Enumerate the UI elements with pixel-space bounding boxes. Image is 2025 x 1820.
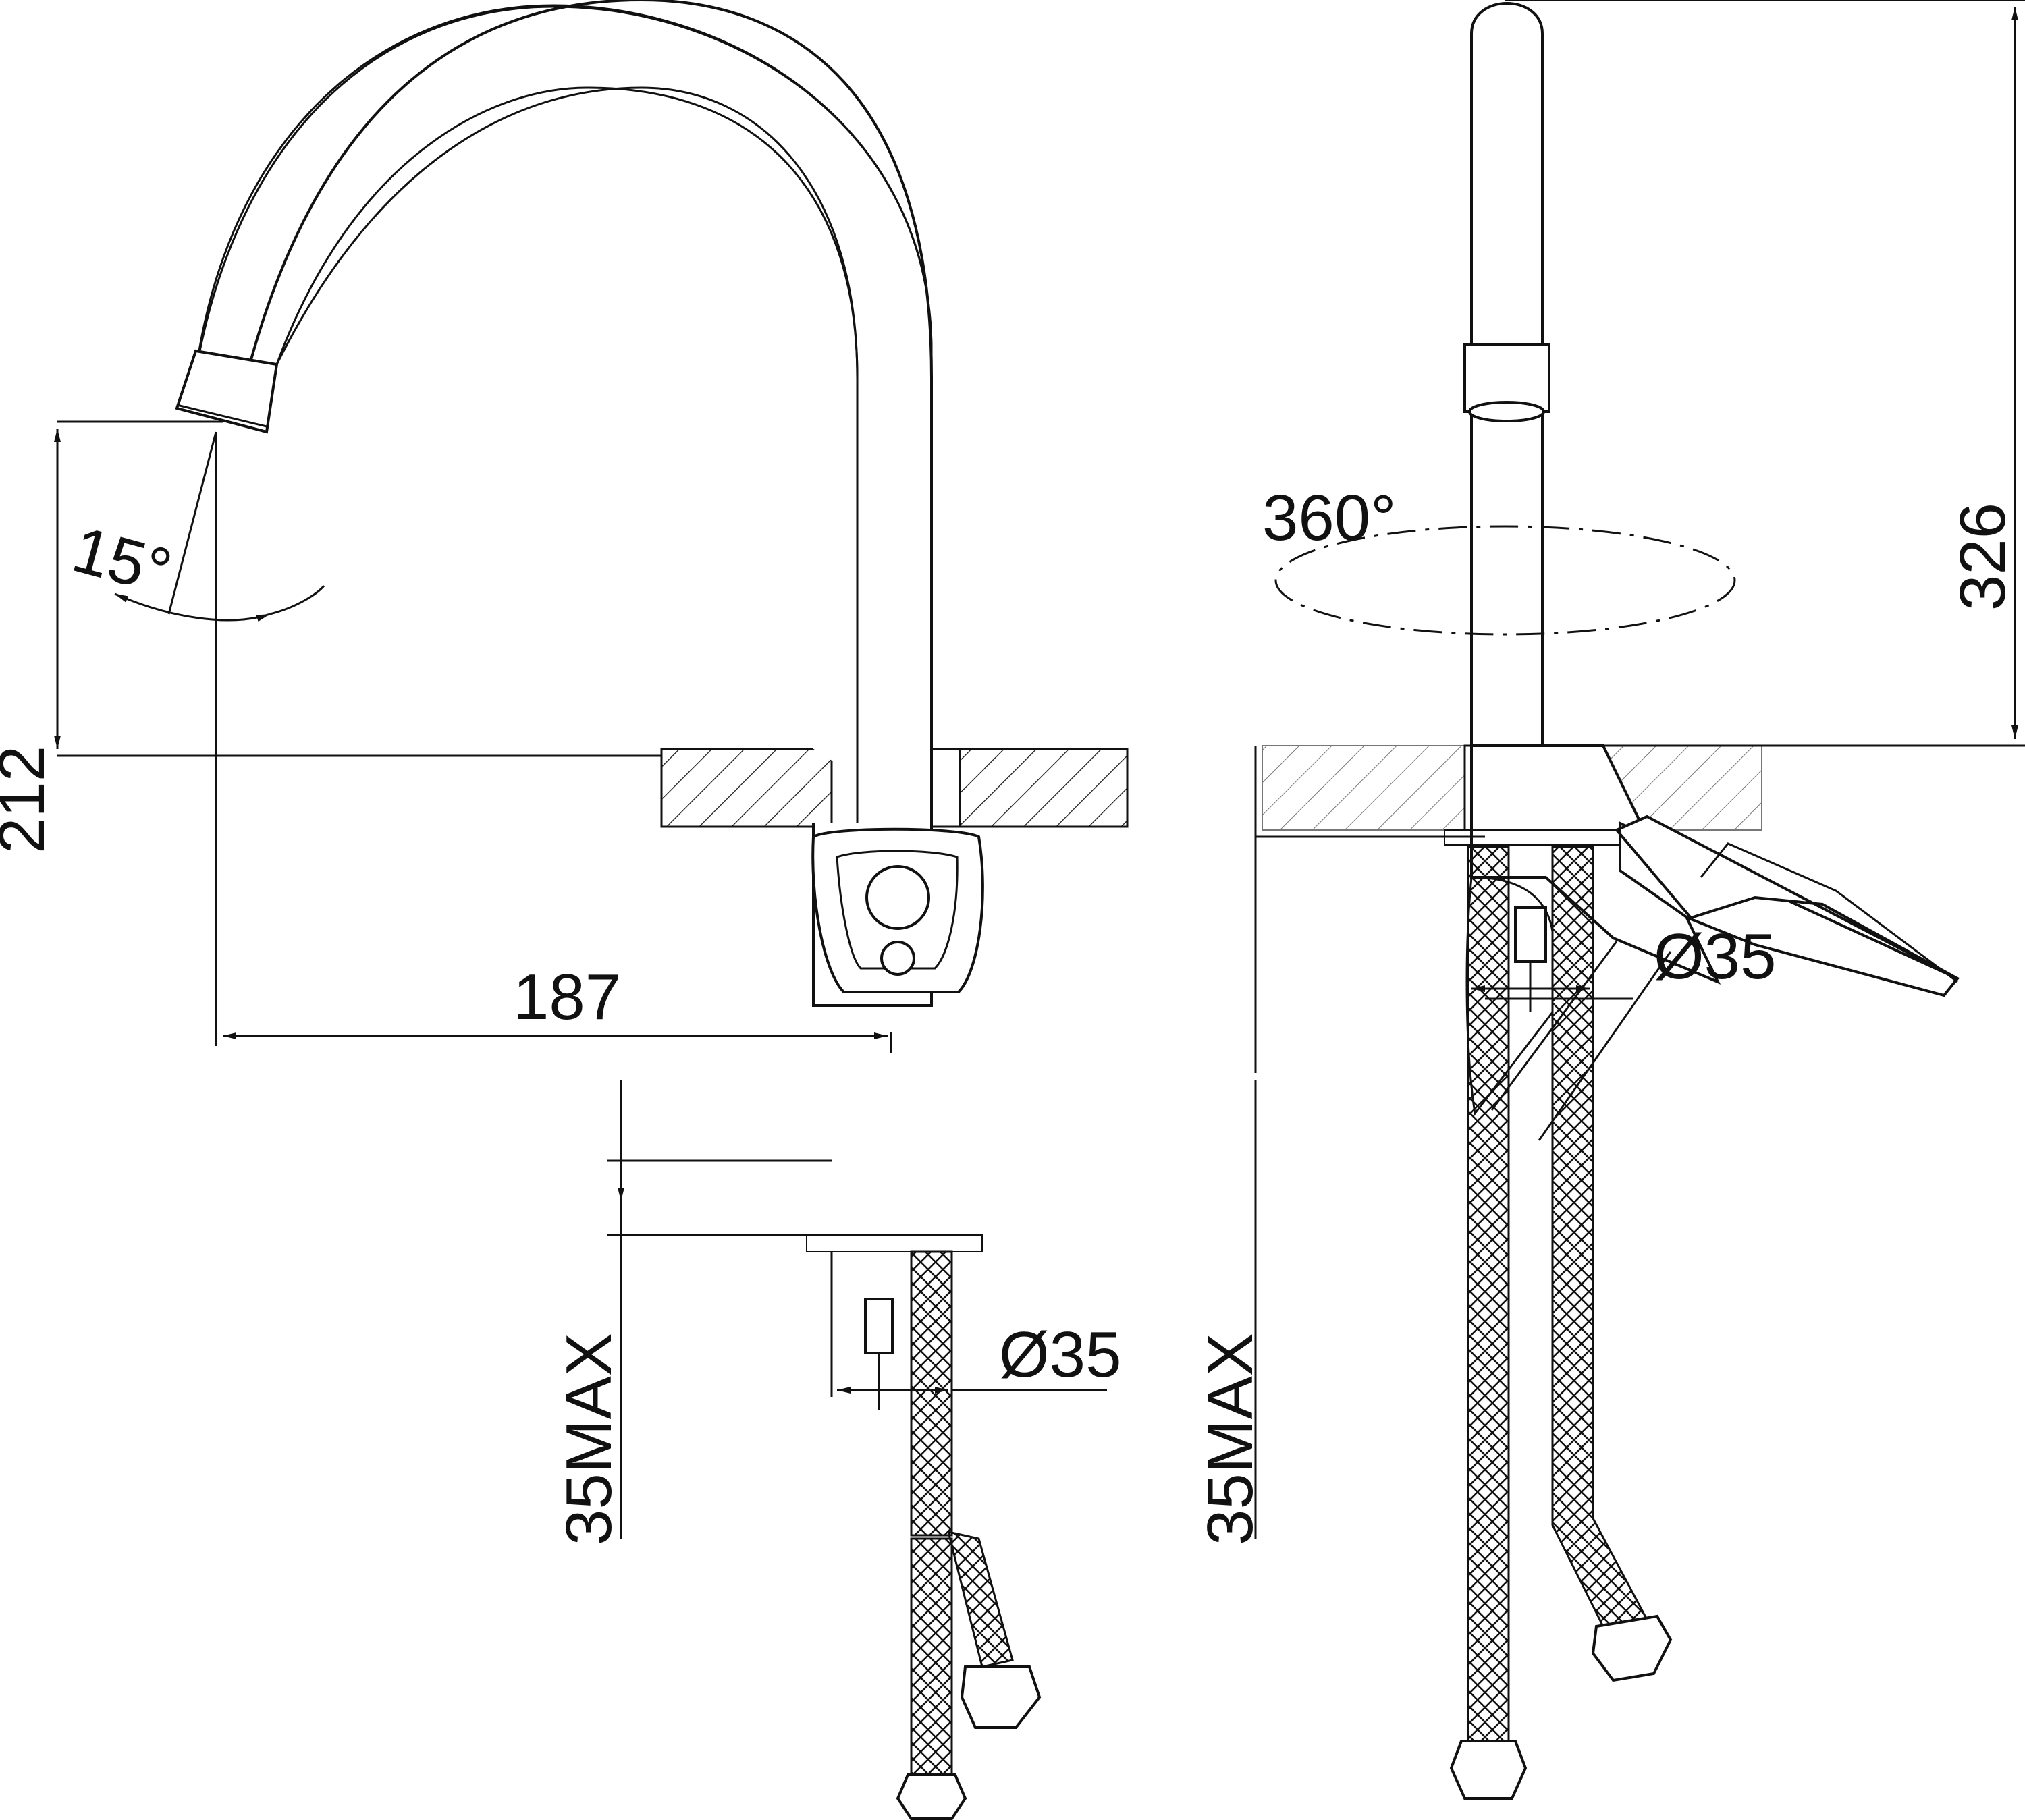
- spout-height-label: 212: [0, 746, 58, 854]
- total-height-label: 326: [1947, 503, 2019, 611]
- side-view: 360° 326 35MAX Ø35: [1194, 0, 2025, 1800]
- tilt-angle-label: 15°: [65, 513, 179, 608]
- spout-outer: [202, 0, 933, 823]
- spout-right: [1470, 2, 1544, 877]
- rotation-ellipse: [1274, 525, 1736, 636]
- spout-reach-label: 187: [513, 961, 621, 1033]
- aerator-left: [175, 349, 279, 434]
- hose-left: [910, 1250, 953, 1537]
- mount-thickness-right-label: 35MAX: [1194, 1333, 1266, 1545]
- mount-thickness-left-label: 35MAX: [553, 1333, 625, 1545]
- rotation-angle-label: 360°: [1262, 482, 1397, 554]
- lever-handle-right: [1614, 815, 1958, 980]
- hole-diameter-left-label: Ø35: [999, 1319, 1121, 1391]
- hose-right-a: [1467, 846, 1510, 1746]
- body-right: [1470, 744, 1721, 985]
- hole-diameter-right-label: Ø35: [1654, 920, 1776, 993]
- front-view: 15° 212 187 35MAX Ø35: [0, 0, 1129, 1820]
- aerator-right: [1463, 343, 1550, 413]
